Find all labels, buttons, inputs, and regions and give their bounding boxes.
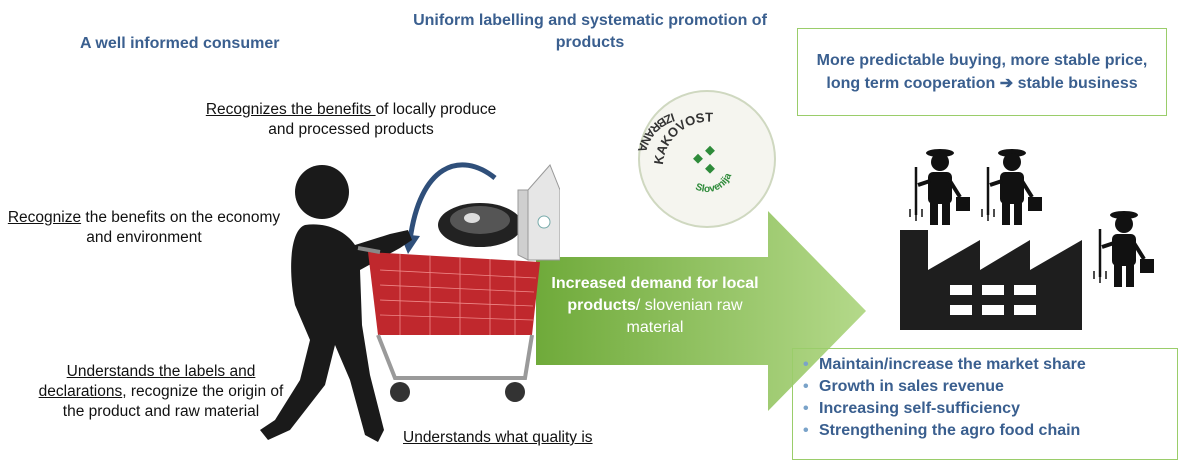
demand-arrow <box>536 211 866 411</box>
milk-carton-icon <box>517 164 560 261</box>
producers-scene <box>900 149 1154 330</box>
arrow-text: Increased demand for local products/ slo… <box>551 275 759 336</box>
consumer-heading: A well informed consumer <box>80 35 280 52</box>
outcomes-box: •Maintain/increase the market share •Gro… <box>792 348 1178 460</box>
trait-labels: Understands the labels and declarations,… <box>38 363 284 420</box>
outcome-item: •Growth in sales revenue <box>803 378 1004 395</box>
labelling-heading: Uniform labelling and systematic promoti… <box>413 12 767 51</box>
shopper-figure-icon <box>260 165 412 442</box>
outcome-item: •Strengthening the agro food chain <box>803 422 1081 439</box>
trait-economy-benefits: Recognize the benefits on the economy an… <box>7 209 281 246</box>
outcome-item: •Increasing self-sufficiency <box>803 400 1020 417</box>
trait-quality: Understands what quality is <box>403 429 593 446</box>
outcomes-list: •Maintain/increase the market share •Gro… <box>803 354 1167 442</box>
shopper-scene <box>260 162 560 442</box>
farmer-icon <box>909 149 970 225</box>
factory-icon <box>900 230 1082 330</box>
trait-local-benefits: Recognizes the benefits of locally produ… <box>205 101 497 138</box>
quality-badge-icon: KAKOVOST IZBRANA Slovenija <box>635 90 776 228</box>
farmer-icon <box>981 149 1042 225</box>
shopping-cart-icon <box>357 246 540 402</box>
buying-text: More predictable buying, more stable pri… <box>816 52 1148 92</box>
meat-package-icon <box>438 203 522 247</box>
buying-box: More predictable buying, more stable pri… <box>797 28 1167 116</box>
outcome-item: •Maintain/increase the market share <box>803 356 1086 373</box>
farmer-icon <box>1093 211 1154 287</box>
